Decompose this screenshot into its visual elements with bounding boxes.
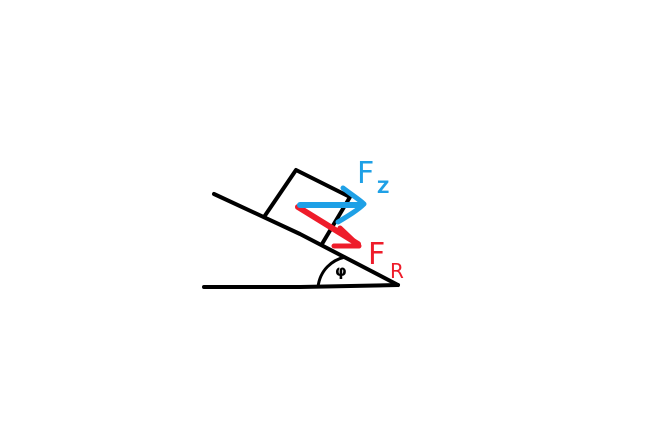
red-label-main: F (368, 237, 385, 272)
blue-label-sub: Z (377, 178, 389, 198)
ground-line (202, 283, 400, 289)
angle-arc (316, 255, 347, 289)
blue-force-label: F Z (357, 156, 389, 198)
blue-force-arrow (297, 185, 367, 225)
blue-arrow-head (335, 185, 367, 225)
angle-label: φ (335, 262, 347, 280)
incline-line (212, 192, 400, 287)
red-arrow-head (331, 225, 362, 249)
red-label-sub: R (390, 259, 404, 283)
blue-label-main: F (357, 156, 374, 191)
red-force-label: F R (368, 237, 404, 283)
red-force-arrow (295, 204, 362, 249)
